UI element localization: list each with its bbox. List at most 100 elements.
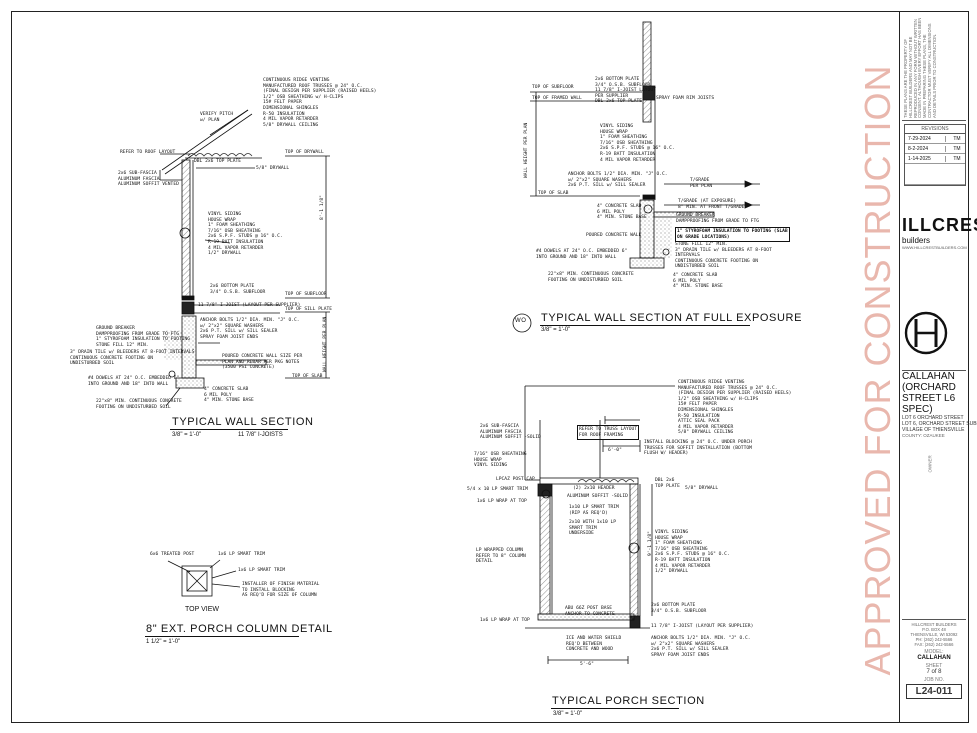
full-exposure-scale: 3/8" = 1'-0" xyxy=(541,327,571,333)
view-tag-circle xyxy=(512,313,532,333)
disclaimer-box: THESE PLANS ARE THE PROPERTY OF HILLCRES… xyxy=(902,14,966,121)
porch-underside-note: 2x10 WITH 1x10 LP SMART TRIM UNDERSIDE xyxy=(569,520,617,537)
approval-stamp-text: APPROVED FOR CONSTRUCTION xyxy=(857,64,898,676)
porch-wrap-bottom-note: 1x6 LP WRAP AT TOP xyxy=(480,618,530,623)
revision-date: 7-29-2024 xyxy=(908,135,931,142)
wall-assembly-note: VINYL SIDING HOUSE WRAP 1" FOAM SHEATHIN… xyxy=(208,212,283,257)
full-top-subfloor-note: TOP OF SUBFLOOR xyxy=(532,85,574,90)
full-exposure-title: TYPICAL WALL SECTION AT FULL EXPOSURE xyxy=(541,312,803,324)
company-logo: ILLCREST builders WWW.HILLCRESTBUILDERS.… xyxy=(902,215,977,365)
full-footing-note: 22"x8" MIN. CONTINUOUS CONCRETE FOOTING … xyxy=(548,272,634,283)
job-number: L24-011 xyxy=(906,684,962,699)
drawing-sheet xyxy=(11,11,969,723)
porch-post-base-note: ABU 66Z POST BASE ANCHOR TO CONCRETE xyxy=(565,606,615,617)
full-ground-note: GROUND BREAKER DAMPPROOFING FROM GRADE T… xyxy=(676,213,759,224)
owner-label: OWNER xyxy=(927,455,933,473)
project-county: COUNTY: OZAUKEE xyxy=(902,433,945,438)
wall-ijoist-note: 11 7/8" I-JOIST (LAYOUT PER SUPPLIER) xyxy=(198,303,301,308)
logo-website: WWW.HILLCRESTBUILDERS.COM xyxy=(902,245,967,250)
revision-date: 1-14-2025 xyxy=(908,155,931,162)
wall-drywall-note: 5/8" DRYWALL xyxy=(256,166,290,171)
full-slab2-note: 4" CONCRETE SLAB 6 MIL POLY 4" MIN. STON… xyxy=(673,273,723,290)
porch-wall-note: VINYL SIDING HOUSE WRAP 1" FOAM SHEATHIN… xyxy=(655,530,730,575)
porch-sheath-note: 7/16" OSB SHEATHING HOUSE WRAP VINYL SID… xyxy=(474,452,527,469)
approval-stamp: APPROVED FOR CONSTRUCTION xyxy=(857,60,898,680)
full-top-note: 2x6 BOTTOM PLATE 3/4" O.S.B. SUBFLOOR 11… xyxy=(595,77,656,105)
full-anchor-note: ANCHOR BOLTS 1/2" DIA. MIN. "J" O.C. w/ … xyxy=(568,172,668,189)
revision-row: 7-29-2024 TM xyxy=(905,134,965,144)
wall-drain-note: 3" DRAIN TILE w/ BLEEDERS AT 8-FOOT INTE… xyxy=(70,350,195,367)
porch-soffit-note: ALUMINUM SOFFIT -SOLID xyxy=(567,494,628,499)
porch-section-scale: 3/8" = 1'-0" xyxy=(553,711,583,717)
porch-section-title: TYPICAL PORCH SECTION xyxy=(552,695,705,707)
full-wall-height-note: WALL HEIGHT PER PLAN xyxy=(524,122,529,178)
revision-by: TM xyxy=(945,145,965,152)
porch-section-drawing xyxy=(524,385,675,664)
wall-anchor-note: ANCHOR BOLTS 1/2" DIA. MIN. "J" O.C. w/ … xyxy=(200,318,300,340)
porch-drywall-note: 5/8" DRYWALL xyxy=(685,486,719,491)
column-title-underline xyxy=(145,636,299,637)
revisions-header: REVISIONS xyxy=(905,125,965,134)
model-value: CALLAHAN xyxy=(917,655,951,661)
porch-trim-note: 5/4 x 10 LP SMART TRIM xyxy=(467,487,528,492)
wall-dbl-top-note: DBL 2x6 TOP PLATE xyxy=(194,159,242,164)
full-top-slab-note: TOP OF SLAB xyxy=(538,191,569,196)
wall-section-title: TYPICAL WALL SECTION xyxy=(172,416,314,428)
wall-slab-note: 4" CONCRETE SLAB 6 MIL POLY 4" MIN. STON… xyxy=(204,387,254,404)
porch-blocking-note: INSTALL BLOCKING @ 24" O.C. UNDER PORCH … xyxy=(644,440,752,457)
wall-roof-note: CONTINUOUS RIDGE VENTING MANUFACTURED RO… xyxy=(263,78,377,128)
wall-top-sill-note: TOP OF SILL PLATE xyxy=(285,307,333,312)
full-view-tag: WO xyxy=(515,318,527,324)
porch-refer-note: REFER TO TRUSS LAYOUT FOR ROOF FRAMING xyxy=(577,425,640,441)
revision-by: TM xyxy=(945,155,965,162)
full-dowels-note: #4 DOWELS AT 24" O.C. EMBEDDED 6" INTO G… xyxy=(536,249,628,260)
sheet-info: HILLCREST BUILDERS P.O. BOX 48 THIENSVIL… xyxy=(902,622,966,720)
porch-wrap-top-note: 1x6 LP WRAP AT TOP xyxy=(477,499,527,504)
full-top-framed-note: TOP OF FRAMED WALL xyxy=(532,96,582,101)
logo-emblem-icon xyxy=(904,311,948,355)
sheet-label: SHEET xyxy=(925,663,943,669)
wall-footing-note: 22"x8" MIN. CONTINUOUS CONCRETE FOOTING … xyxy=(96,399,182,410)
full-spray-note: SPRAY FOAM RIM JOISTS xyxy=(656,96,715,101)
porch-header-note: (2) 2x10 HEADER xyxy=(573,486,615,491)
revisions-table: REVISIONS 7-29-2024 TM 8-2-2024 TM 1-14-… xyxy=(904,124,966,186)
porch-anchor-note: ANCHOR BOLTS 1/2" DIA. MIN. "J" O.C. w/ … xyxy=(651,636,751,658)
wall-fascia-note: 2x6 SUB-FASCIA ALUMINUM FASCIA ALUMINUM … xyxy=(118,171,179,188)
wall-ground-note: GROUND BREAKER DAMPPROOFING FROM GRADE T… xyxy=(96,326,191,348)
full-tograde-note: T/GRADE PER PLAN xyxy=(690,178,713,189)
wall-section-drawing xyxy=(159,109,330,407)
project-address: LOT 6 ORCHARD STREET LOT 6, ORCHARD STRE… xyxy=(902,415,977,433)
porch-lp-trim-note: 1x10 LP SMART TRIM (RIP AS REQ'D) xyxy=(569,505,619,516)
porch-span-dim: 6'-0" xyxy=(608,448,622,453)
revision-date: 8-2-2024 xyxy=(908,145,929,152)
porch-roof-note: CONTINUOUS RIDGE VENTING MANUFACTURED RO… xyxy=(678,380,792,436)
wall-top-subfloor-note: TOP OF SUBFLOOR xyxy=(285,292,327,297)
porch-ijoist-note: 11 7/8" I-JOIST (LAYOUT PER SUPPLIER) xyxy=(651,624,754,629)
porch-post-cap-note: LPCAZ POST CAP xyxy=(496,477,535,482)
full-slab-note: 4" CONCRETE SLAB 6 MIL POLY 4" MIN. STON… xyxy=(597,204,647,221)
full-poured-note: POURED CONCRETE WALL xyxy=(586,233,642,238)
column-detail-drawing xyxy=(167,559,241,597)
wall-dowels-note: #4 DOWELS AT 24" O.C. EMBEDDED 6" INTO G… xyxy=(88,376,180,387)
sheet-number: 7 of 8 xyxy=(926,669,942,675)
porch-column-note: LP WRAPPED COLUMN REFER TO 8" COLUMN DET… xyxy=(476,548,526,565)
revision-by: TM xyxy=(945,135,965,142)
wall-bottom-plate-note: 2x6 BOTTOM PLATE 3/4" O.S.B. SUBFLOOR xyxy=(210,284,266,295)
column-post-note: 6x6 TREATED POST xyxy=(150,552,195,557)
disclaimer-text: THESE PLANS ARE THE PROPERTY OF HILLCRES… xyxy=(903,17,937,118)
wall-section-scale: 3/8" = 1'-0" xyxy=(172,432,202,438)
full-title-underline xyxy=(540,325,750,326)
wall-poured-note: POURED CONCRETE WALL SIZE PER PLAN AND R… xyxy=(222,354,303,371)
firm-info: HILLCREST BUILDERS P.O. BOX 48 THIENSVIL… xyxy=(910,622,958,647)
porch-dim: 5'-6" xyxy=(580,662,594,667)
job-label: JOB NO. xyxy=(923,677,944,683)
project-block: CALLAHAN (ORCHARD STREET L6 SPEC) LOT 6 … xyxy=(902,370,977,620)
revision-row: 8-2-2024 TM xyxy=(905,144,965,154)
wall-top-drywall-note: TOP OF DRYWALL xyxy=(285,150,324,155)
full-wall-note: VINYL SIDING HOUSE WRAP 1" FOAM SHEATHIN… xyxy=(600,124,675,163)
wall-height-dim: 8'-1 1/8" xyxy=(320,195,325,220)
column-installer-note: INSTALLER OF FINISH MATERIAL TO INSTALL … xyxy=(242,582,320,599)
title-block xyxy=(899,11,969,723)
porch-title-underline xyxy=(551,708,679,709)
